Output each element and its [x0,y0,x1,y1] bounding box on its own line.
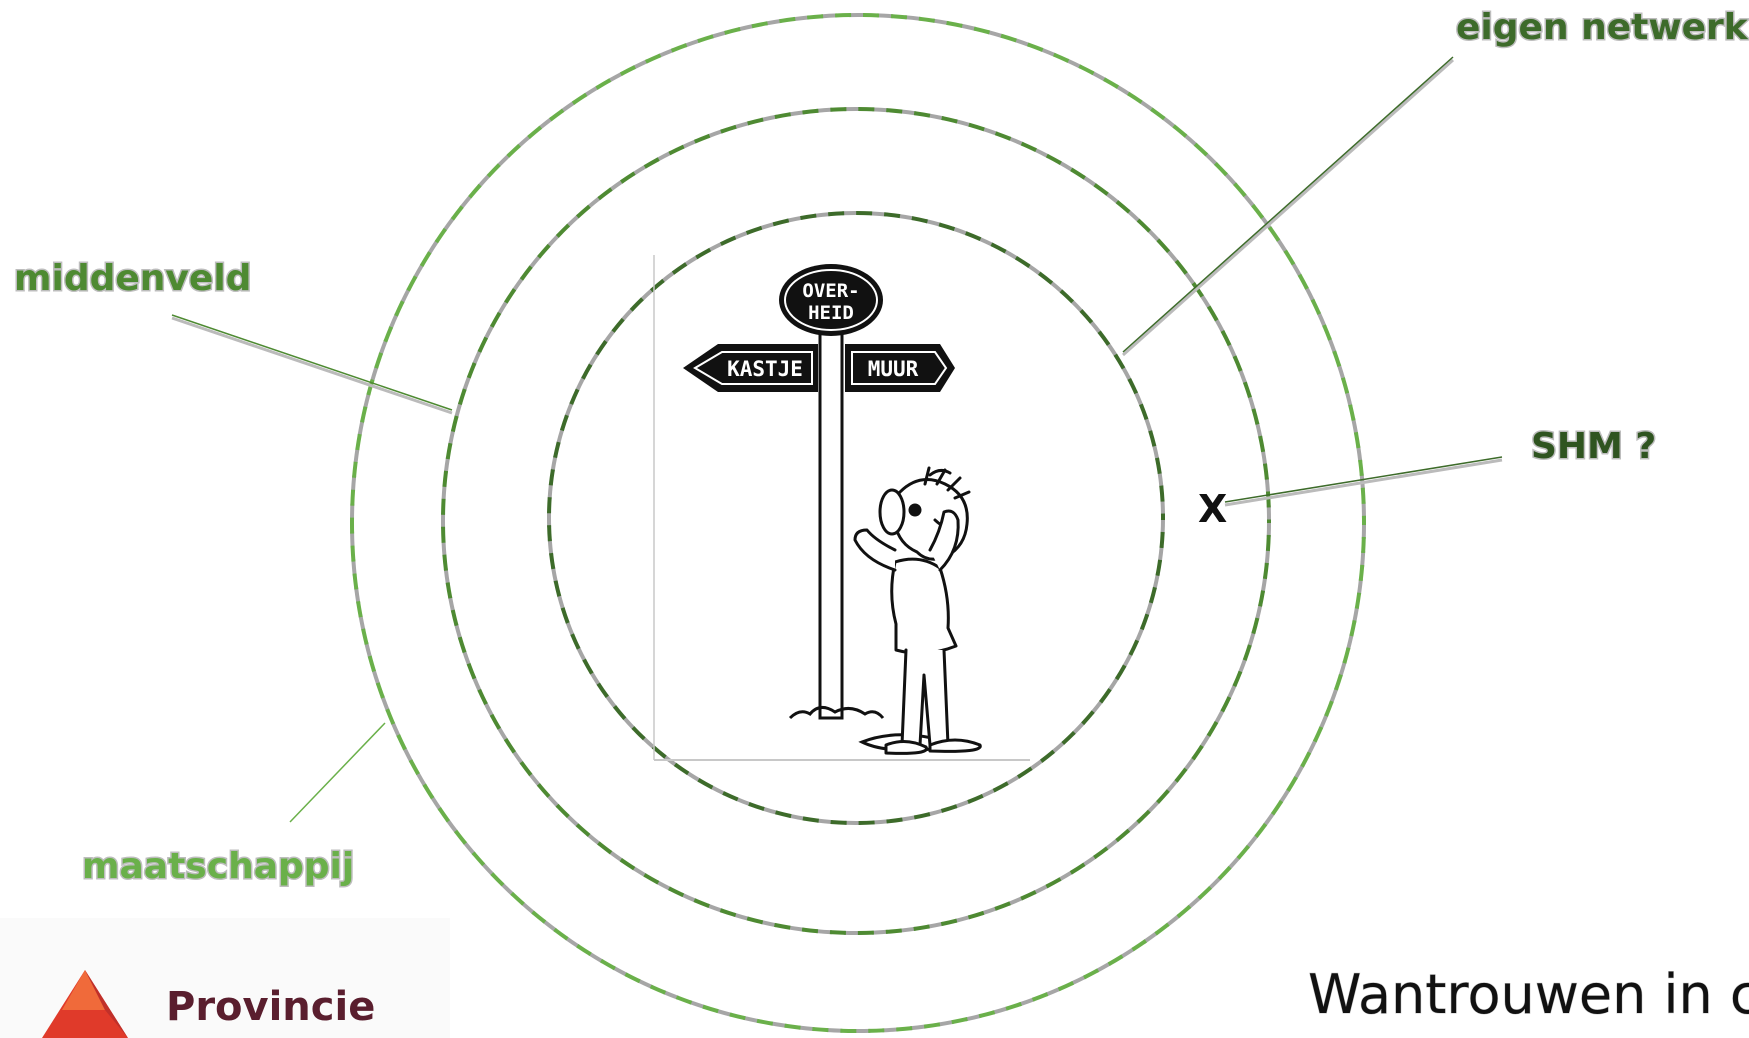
sign-kastje-label: KASTJE [727,357,803,381]
label-maatschappij: maatschappij [82,846,354,887]
label-eigen-netwerk: eigen netwerk [1456,7,1749,48]
sign-overheid: OVER- HEID [779,264,883,336]
logo-name: Provincie [166,984,375,1030]
leader-line-middenveld [172,315,452,413]
sign-overheid-line1: OVER- [802,280,859,302]
leader-line-maatschappij [290,723,385,822]
sign-kastje: KASTJE [683,344,818,392]
sign-muur: MUUR [845,344,955,392]
x-marker: X [1198,487,1227,531]
caption-text: Wantrouwen in c [1308,963,1749,1026]
label-middenveld: middenveld [14,258,251,299]
sign-overheid-line2: HEID [808,302,854,324]
signpost-cartoon: OVER- HEID KASTJE MUUR [654,255,1030,760]
label-shm: SHM ? [1531,426,1656,467]
sign-muur-label: MUUR [868,357,919,381]
middle-circle-middenveld [443,109,1269,933]
leader-line-eigen-netwerk [1123,57,1453,355]
